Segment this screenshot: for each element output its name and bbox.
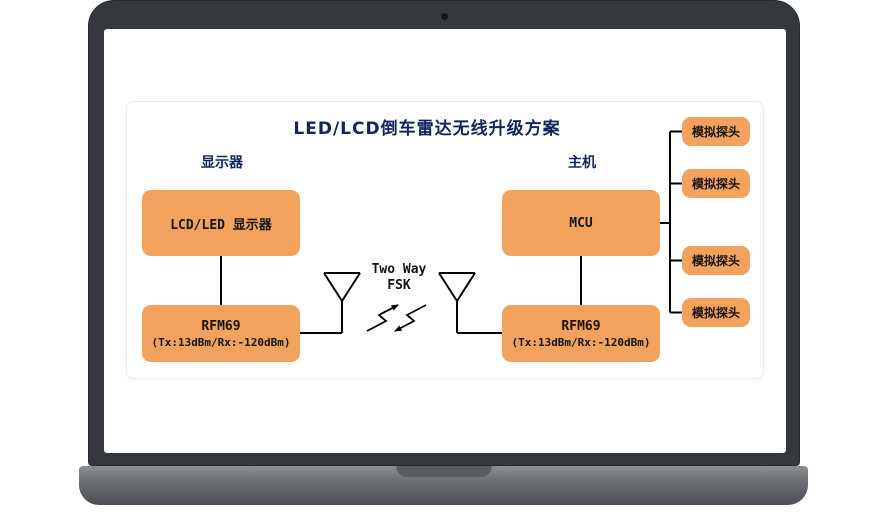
rf-link-label: Two Way FSK <box>349 262 449 294</box>
node-label: LCD/LED 显示器 <box>170 217 272 233</box>
laptop-screen-bezel: LED/LCD倒车雷达无线升级方案 显示器 主机 LCD/LED 显示器 MCU… <box>88 0 800 466</box>
group-label-host: 主机 <box>568 155 596 171</box>
node-mcu: MCU <box>502 190 660 256</box>
node-analog-probe-1: 模拟探头 <box>682 117 750 146</box>
node-label: MCU <box>569 215 593 231</box>
node-lcd-led-display: LCD/LED 显示器 <box>142 190 300 256</box>
laptop-base-notch <box>395 466 492 477</box>
diagram-panel: LED/LCD倒车雷达无线升级方案 显示器 主机 LCD/LED 显示器 MCU… <box>126 101 764 379</box>
diagram-title: LED/LCD倒车雷达无线升级方案 <box>293 119 561 139</box>
node-rfm69-right: RFM69 (Tx:13dBm/Rx:-120dBm) <box>502 305 660 362</box>
node-label: RFM69 <box>561 318 601 334</box>
node-analog-probe-2: 模拟探头 <box>682 169 750 198</box>
rf-link-label-line1: Two Way <box>371 262 427 277</box>
camera-icon <box>441 13 448 20</box>
node-rfm69-left: RFM69 (Tx:13dBm/Rx:-120dBm) <box>142 305 300 362</box>
node-label: RFM69 <box>201 318 241 334</box>
group-label-display: 显示器 <box>201 155 243 171</box>
laptop-base <box>79 466 808 505</box>
rf-link-label-line2: FSK <box>387 278 411 293</box>
node-sublabel: (Tx:13dBm/Rx:-120dBm) <box>151 335 291 349</box>
laptop-screen: LED/LCD倒车雷达无线升级方案 显示器 主机 LCD/LED 显示器 MCU… <box>104 29 786 453</box>
node-analog-probe-3: 模拟探头 <box>682 246 750 275</box>
node-analog-probe-4: 模拟探头 <box>682 298 750 327</box>
node-sublabel: (Tx:13dBm/Rx:-120dBm) <box>511 335 651 349</box>
rf-link-bolts-icon <box>366 304 427 332</box>
